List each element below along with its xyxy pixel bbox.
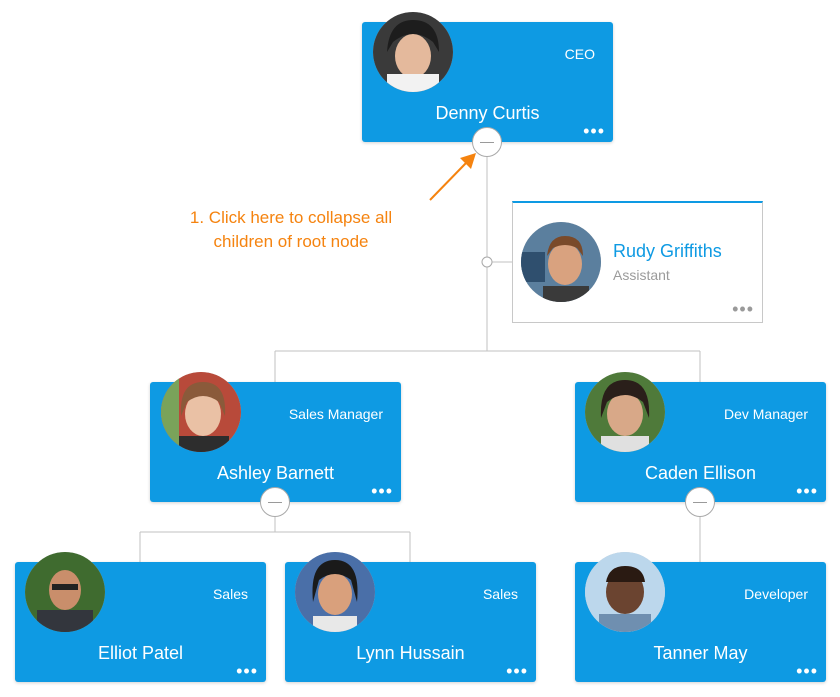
collapse-button-ceo[interactable] xyxy=(472,127,502,157)
avatar xyxy=(161,372,241,452)
avatar xyxy=(585,372,665,452)
more-menu-icon[interactable]: ••• xyxy=(796,661,818,681)
avatar xyxy=(373,12,453,92)
more-menu-icon[interactable]: ••• xyxy=(506,661,528,681)
node-role: Dev Manager xyxy=(723,406,808,422)
node-name: Lynn Hussain xyxy=(356,643,465,663)
annotation-line: 1. Click here to collapse all xyxy=(189,208,393,227)
collapse-button-sales-manager[interactable] xyxy=(260,487,290,517)
node-name: Denny Curtis xyxy=(435,103,540,123)
node-name: Caden Ellison xyxy=(644,463,757,483)
avatar xyxy=(25,552,105,632)
node-role: CEO xyxy=(564,46,595,62)
node-role: Sales Manager xyxy=(288,406,383,422)
more-menu-icon[interactable]: ••• xyxy=(371,481,393,501)
annotation-text: 1. Click here to collapse all children o… xyxy=(160,206,422,254)
more-menu-icon[interactable]: ••• xyxy=(732,299,754,319)
more-menu-icon[interactable]: ••• xyxy=(796,481,818,501)
node-role: Sales xyxy=(482,586,518,602)
node-name: Ashley Barnett xyxy=(216,463,335,483)
node-name: Elliot Patel xyxy=(97,643,184,663)
annotation-arrow xyxy=(429,153,476,201)
more-menu-icon[interactable]: ••• xyxy=(236,661,258,681)
node-role: Developer xyxy=(744,586,808,602)
collapse-button-dev-manager[interactable] xyxy=(685,487,715,517)
node-name: Tanner May xyxy=(653,643,748,663)
avatar xyxy=(295,552,375,632)
avatar xyxy=(585,552,665,632)
node-role: Sales xyxy=(212,586,248,602)
node-name: Rudy Griffiths xyxy=(613,241,722,261)
more-menu-icon[interactable]: ••• xyxy=(583,121,605,141)
node-role: Assistant xyxy=(613,267,670,283)
assistant-junction-dot xyxy=(481,256,493,268)
annotation-line: children of root node xyxy=(213,232,369,251)
avatar xyxy=(521,222,601,302)
